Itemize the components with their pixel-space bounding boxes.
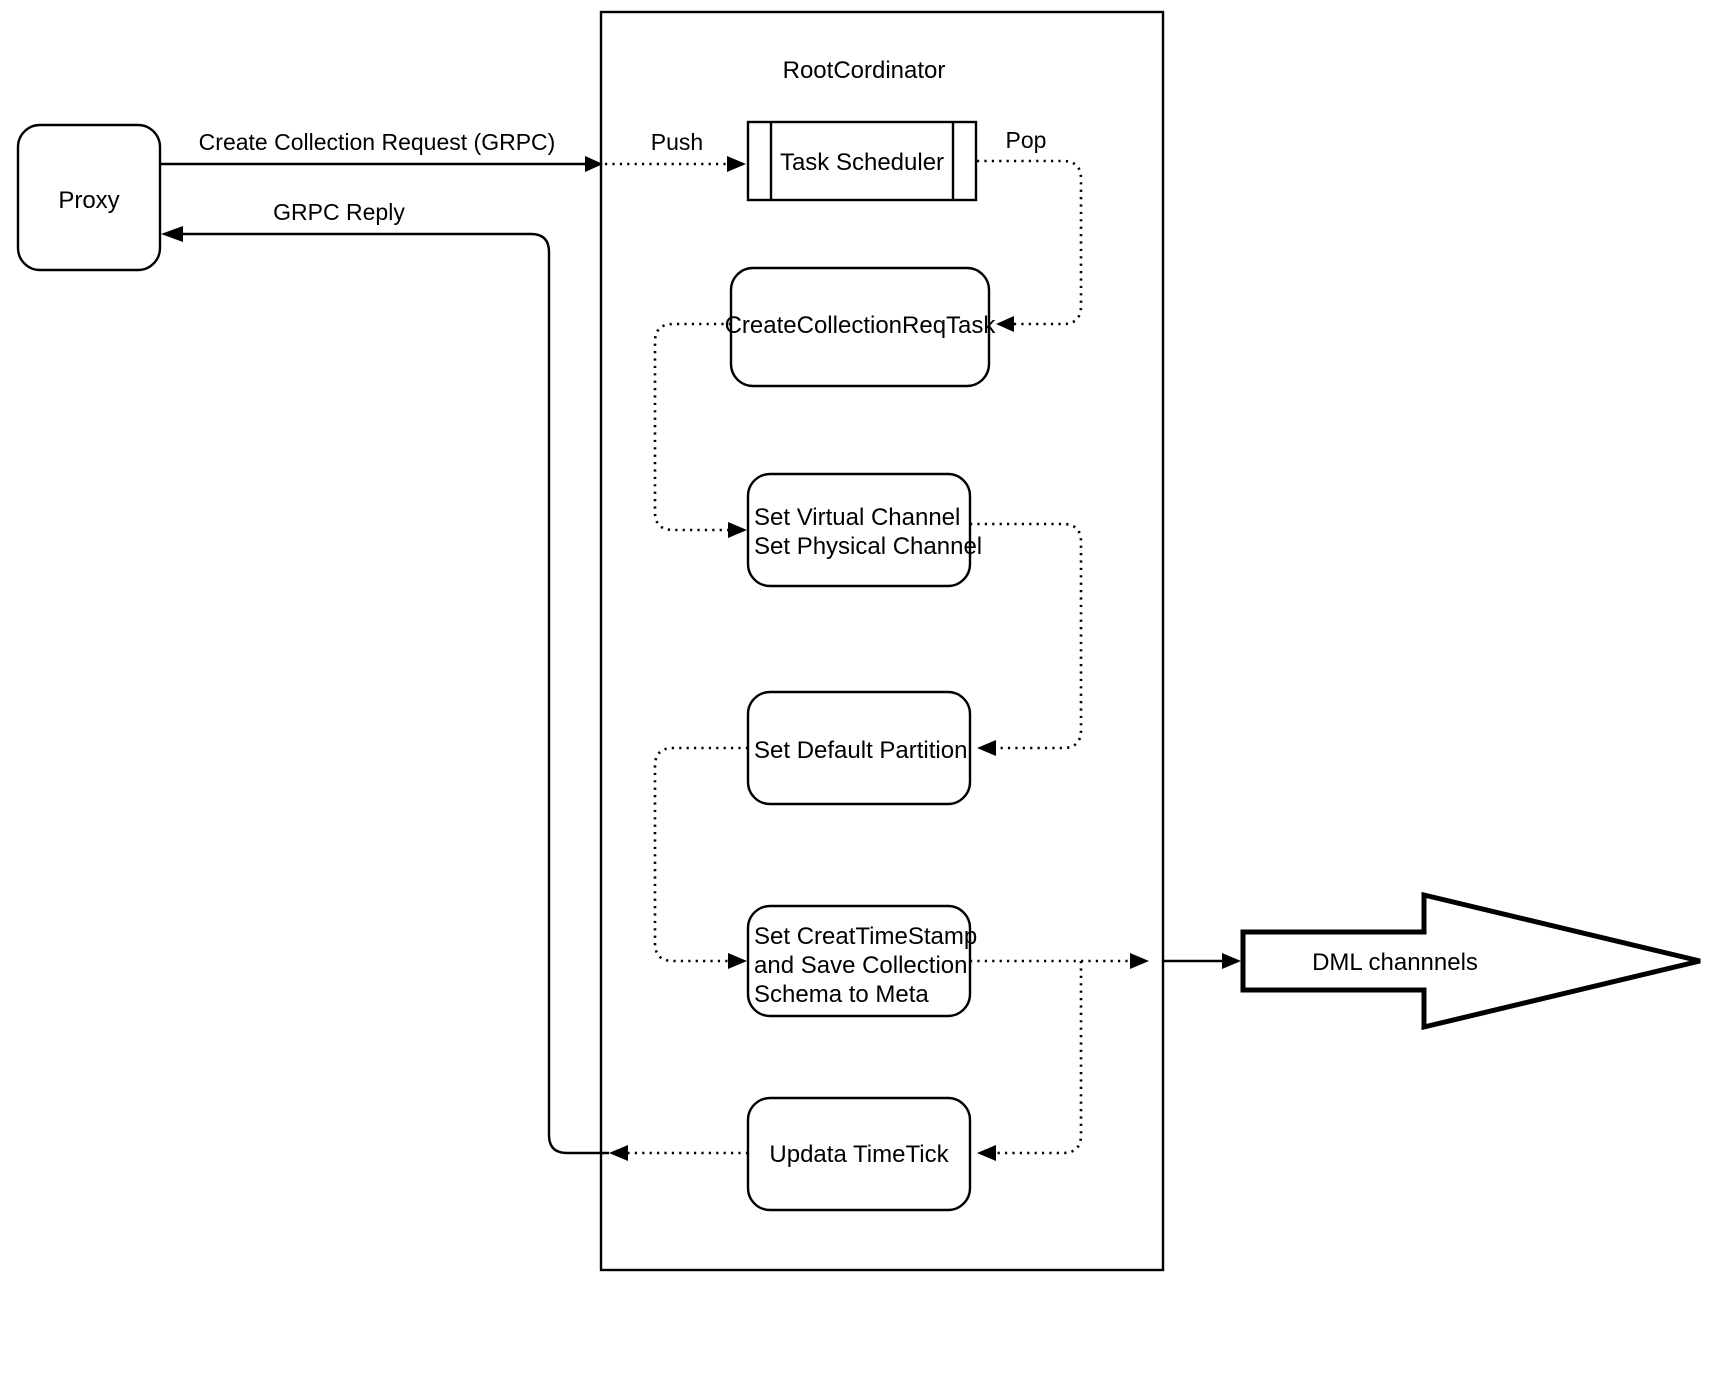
node-dml-channels[interactable]: DML channnels — [1240, 891, 1701, 1031]
node-set-create-timestamp-label-line3: Schema to Meta — [754, 981, 929, 1008]
edge-grpc-reply: GRPC Reply — [161, 199, 609, 1155]
node-dml-channels-label: DML channnels — [1312, 949, 1478, 976]
edge-channel-to-partition — [970, 522, 1083, 756]
node-set-channel-label-line1: Set Virtual Channel — [754, 504, 960, 531]
edge-pop: Pop — [977, 127, 1083, 332]
node-task-scheduler[interactable]: Task Scheduler — [746, 120, 978, 202]
edge-timetick-to-reply — [609, 1145, 748, 1161]
node-proxy[interactable]: Proxy — [16, 123, 162, 272]
rootcordinator-title: RootCordinator — [783, 57, 946, 84]
edge-create-collection-request-label: Create Collection Request (GRPC) — [199, 129, 556, 155]
node-create-collection-req-task-label: CreateCollectionReqTask — [725, 312, 997, 339]
node-set-create-timestamp-label-line1: Set CreatTimeStamp — [754, 923, 977, 950]
node-updata-timetick[interactable]: Updata TimeTick — [746, 1096, 972, 1212]
node-set-create-timestamp[interactable]: Set CreatTimeStamp and Save Collection S… — [746, 904, 977, 1018]
edge-timestamp-to-timetick — [977, 961, 1083, 1161]
node-set-channel-label-line2: Set Physical Channel — [754, 533, 982, 560]
node-task-scheduler-label: Task Scheduler — [780, 149, 944, 176]
node-set-channel[interactable]: Set Virtual Channel Set Physical Channel — [746, 472, 982, 588]
node-set-default-partition[interactable]: Set Default Partition — [746, 690, 972, 806]
edge-push: Push — [605, 129, 746, 172]
edge-timestamp-to-dml — [970, 953, 1241, 969]
node-create-collection-req-task[interactable]: CreateCollectionReqTask — [725, 266, 997, 388]
node-set-create-timestamp-label-line2: and Save Collection — [754, 952, 967, 979]
edge-create-collection-request: Create Collection Request (GRPC) — [160, 129, 603, 172]
node-set-default-partition-label: Set Default Partition — [754, 737, 967, 764]
node-proxy-label: Proxy — [58, 187, 119, 214]
node-updata-timetick-label: Updata TimeTick — [769, 1141, 949, 1168]
edge-push-label: Push — [651, 129, 703, 155]
edge-pop-label: Pop — [1006, 127, 1047, 153]
edge-partition-to-timestamp — [653, 746, 748, 969]
rootcordinator-container: RootCordinator — [599, 10, 1165, 1272]
edge-grpc-reply-label: GRPC Reply — [273, 199, 405, 225]
edge-task-to-channel — [653, 322, 747, 538]
